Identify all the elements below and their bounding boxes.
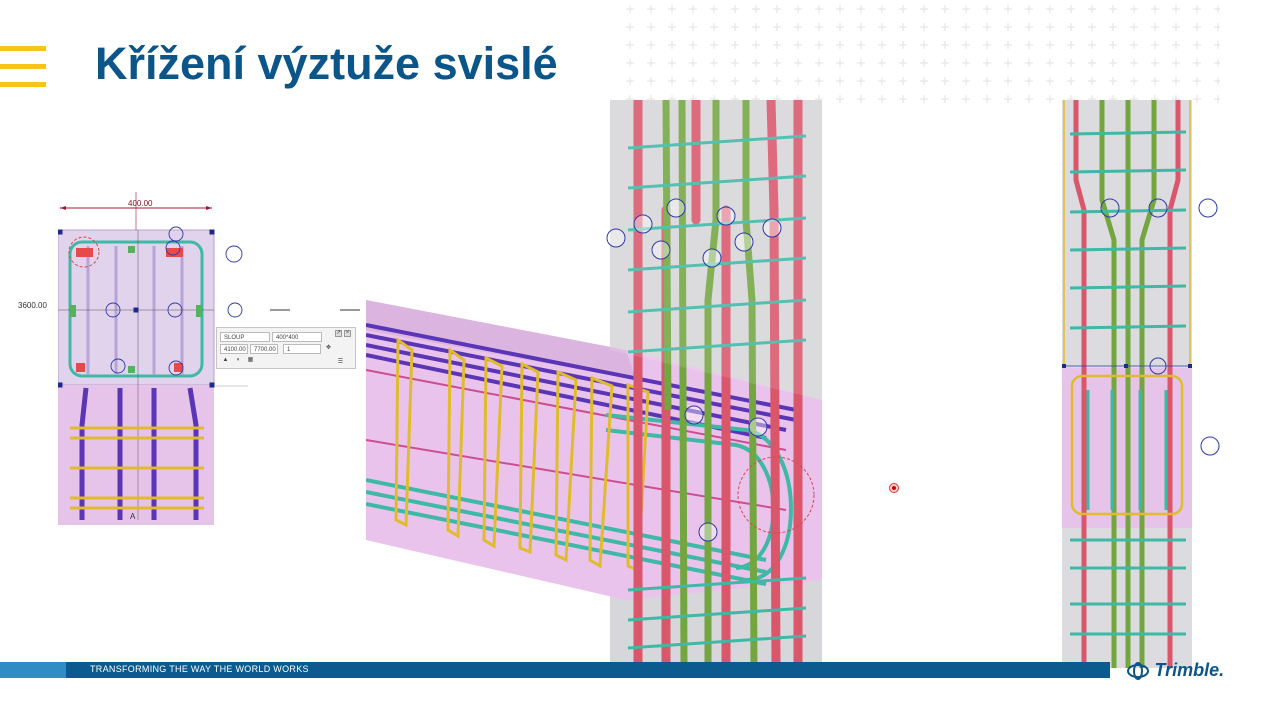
joint-3d-view[interactable]	[366, 100, 836, 668]
options-icon[interactable]: ▦	[247, 357, 254, 363]
logo-text: Trimble.	[1154, 660, 1225, 680]
close-icon[interactable]: ×	[344, 330, 351, 337]
dimension-height-label: 3600.00	[18, 301, 47, 310]
decorative-grid-pattern	[620, 0, 1220, 112]
start-field[interactable]: 4100.00	[220, 344, 248, 354]
list-icon[interactable]: ☰	[337, 359, 344, 365]
page-title: Křížení výztuže svislé	[95, 38, 558, 89]
footer-tagline: TRANSFORMING THE WAY THE WORLD WORKS	[90, 664, 309, 674]
column-section-view[interactable]	[58, 190, 248, 525]
trimble-logo-icon	[1127, 661, 1149, 680]
class-field[interactable]: 1	[283, 344, 321, 354]
profile-icon[interactable]: ▲	[222, 357, 229, 363]
footer-accent	[0, 662, 66, 678]
pin-icon[interactable]: ↗	[335, 330, 342, 337]
column-side-view[interactable]	[1062, 100, 1222, 668]
material-icon[interactable]: ◐	[236, 357, 241, 363]
trimble-logo: Trimble.	[1126, 660, 1224, 681]
end-field[interactable]: 7700.00	[250, 344, 278, 354]
cursor-point-icon	[889, 483, 899, 493]
footer-bar	[0, 662, 1110, 678]
move-icon[interactable]: ✥	[325, 345, 332, 351]
properties-toolbar[interactable]: SLOUP 400*400 ↗ × 4100.00 7700.00 1 ✥ ▲ …	[216, 327, 356, 369]
section-marker: A	[130, 512, 136, 521]
profile-field[interactable]: 400*400	[272, 332, 322, 342]
name-field[interactable]: SLOUP	[220, 332, 270, 342]
section-line	[270, 309, 360, 311]
menu-icon[interactable]	[0, 46, 46, 94]
dimension-width-label: 400.00	[128, 199, 153, 208]
